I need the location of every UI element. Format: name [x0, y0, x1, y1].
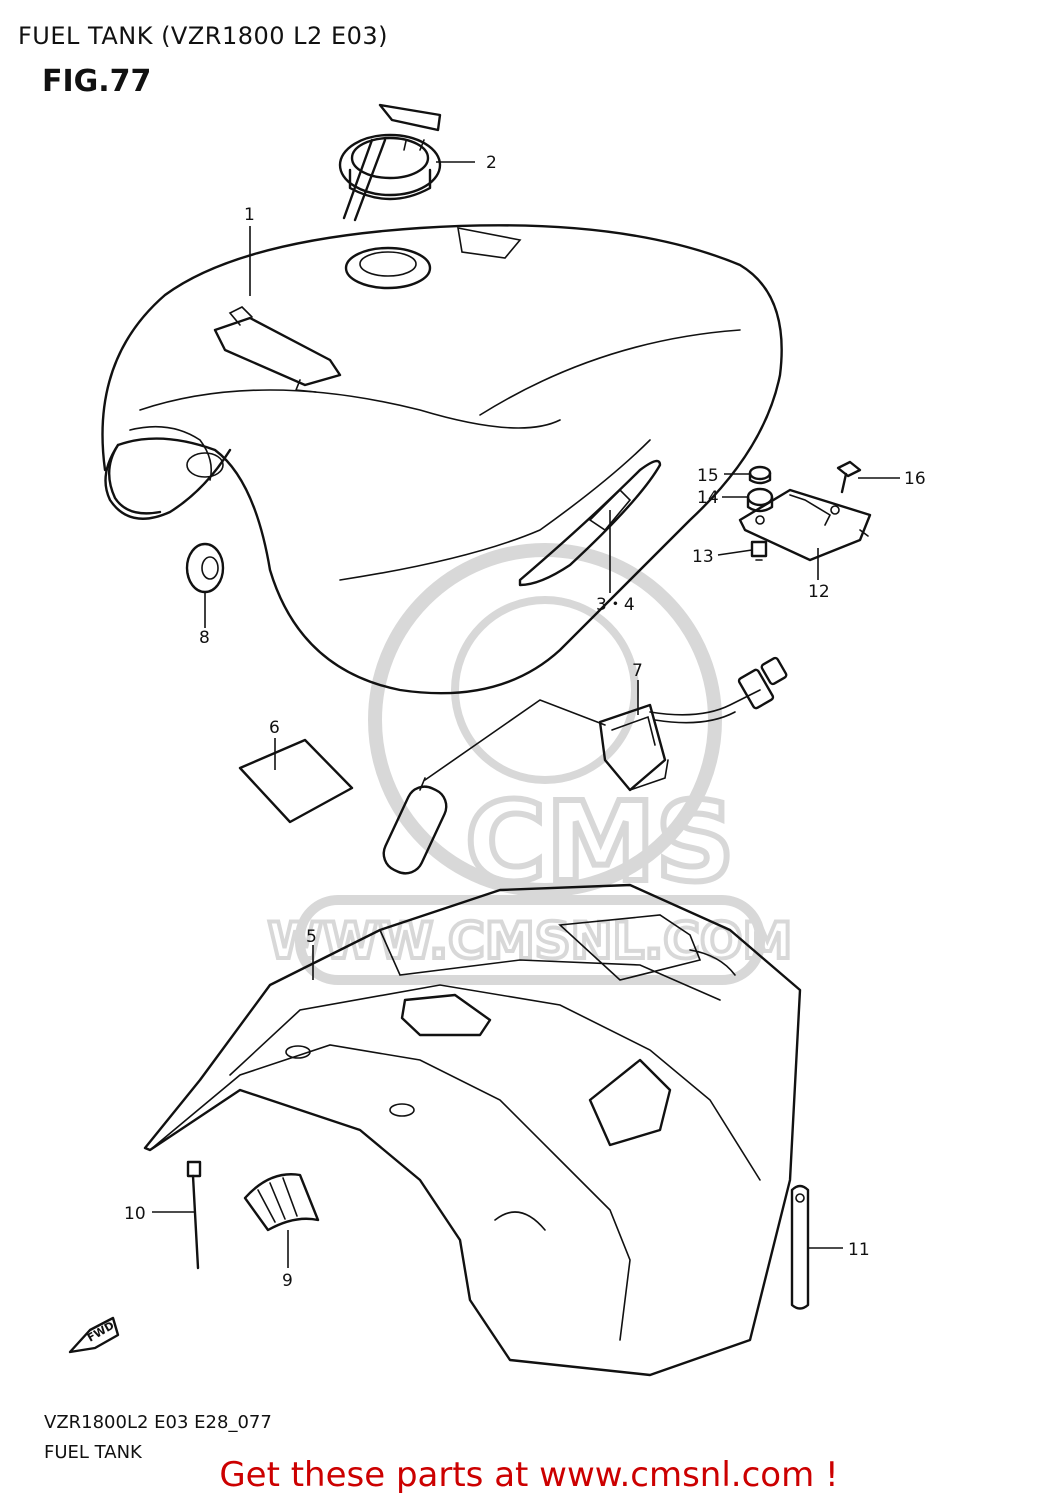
part-11-band[interactable] [790, 1184, 810, 1310]
callout-15: 15 [697, 466, 719, 486]
part-8-damper[interactable] [185, 542, 225, 594]
figure-number: FIG.77 [42, 64, 152, 99]
callout-8: 8 [199, 628, 210, 648]
part-12-bracket[interactable] [738, 488, 872, 562]
leader-lines [152, 161, 900, 1268]
callout-7: 7 [632, 661, 643, 681]
diagram-subtitle: FUEL TANK [44, 1442, 142, 1463]
part-7-fuel-level-sensor[interactable] [378, 656, 788, 879]
part-10-tie-band[interactable] [186, 1160, 202, 1270]
callout-11: 11 [848, 1240, 870, 1260]
part-16-bolt[interactable] [836, 460, 862, 494]
part-9-cushion[interactable] [243, 1173, 320, 1232]
watermark: CMS WWW.CMSNL.COM [266, 543, 794, 985]
diagram-title: FUEL TANK (VZR1800 L2 E03) [18, 22, 389, 50]
part-15-collar[interactable] [748, 465, 772, 485]
watermark-url: WWW.CMSNL.COM [268, 912, 793, 970]
diagram-code: VZR1800L2 E03 E28_077 [44, 1412, 272, 1433]
fwd-label: FWD [85, 1319, 116, 1345]
callout-10: 10 [124, 1204, 146, 1224]
callout-3-4: 3・4 [596, 595, 635, 615]
callout-16: 16 [904, 469, 926, 489]
part-6-pad[interactable] [238, 738, 354, 824]
part-2-fuel-cap[interactable] [338, 103, 442, 222]
part-1-fuel-tank[interactable] [101, 224, 783, 695]
callout-13: 13 [692, 547, 714, 567]
callout-6: 6 [269, 718, 280, 738]
part-13-bolt[interactable] [750, 540, 768, 561]
promo-link[interactable]: Get these parts at www.cmsnl.com ! [219, 1455, 839, 1495]
fwd-direction-icon: FWD [68, 1316, 120, 1354]
callout-5: 5 [306, 927, 317, 947]
callout-labels: 1 2 3・4 5 6 7 8 9 10 11 12 13 14 15 16 [124, 153, 926, 1291]
callout-1: 1 [244, 205, 255, 225]
callout-14: 14 [697, 488, 719, 508]
callout-9: 9 [282, 1271, 293, 1291]
callout-2: 2 [486, 153, 497, 173]
part-5-heat-shield[interactable] [143, 883, 802, 1377]
callout-12: 12 [808, 582, 830, 602]
